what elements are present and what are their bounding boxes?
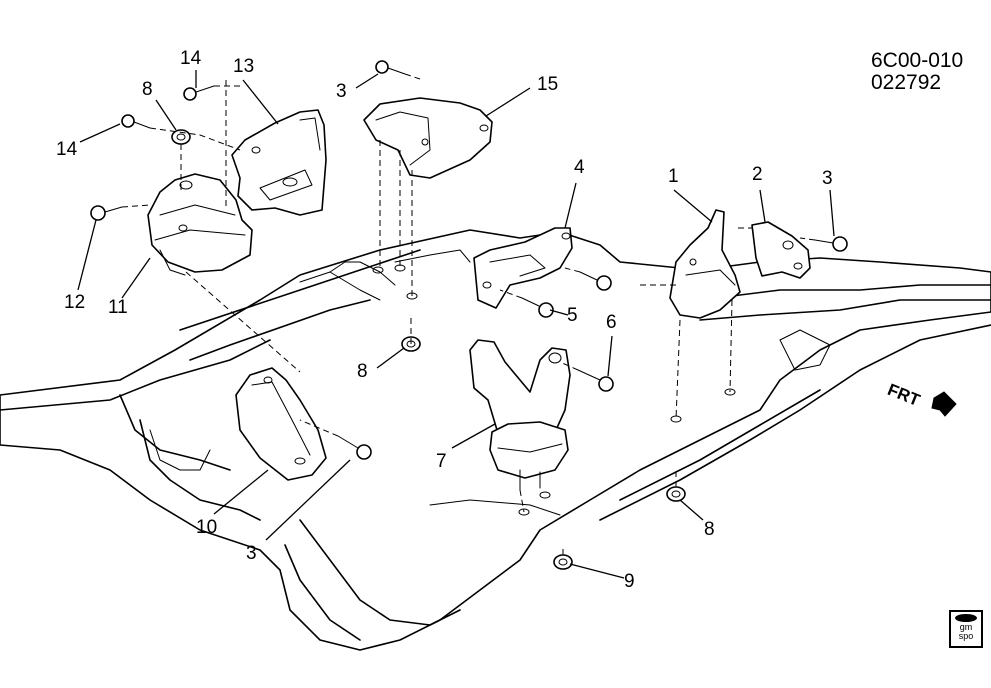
engine-mount-11 — [147, 173, 253, 276]
callout-15: 15 — [537, 74, 559, 95]
bolt-3-top — [375, 60, 421, 80]
bolt-14-top — [183, 85, 215, 101]
callout-3-top: 3 — [336, 81, 347, 102]
callout-12: 12 — [64, 292, 86, 313]
callout-7: 7 — [436, 451, 447, 472]
logo-line-2: spo — [958, 631, 974, 641]
callout-10: 10 — [196, 517, 218, 538]
engine-mount-7 — [469, 339, 571, 491]
callout-14-left: 14 — [56, 139, 78, 160]
nut-9 — [553, 554, 573, 570]
engine-mount-10 — [235, 367, 327, 481]
engine-bracket-15 — [363, 97, 493, 179]
callout-8-mid: 8 — [357, 361, 368, 382]
callout-14-top: 14 — [180, 48, 202, 69]
callout-3-right: 3 — [822, 168, 833, 189]
fasteners — [90, 60, 848, 570]
bolt-6 — [577, 369, 614, 392]
callout-8-top: 8 — [142, 79, 153, 100]
bolt-3-right — [814, 236, 848, 252]
logo-oval — [955, 614, 977, 622]
bolt-12 — [90, 205, 123, 221]
engine-bracket-13 — [231, 109, 327, 216]
callout-5: 5 — [567, 305, 578, 326]
diagram-code: 6C00-010 — [871, 49, 964, 72]
alignment-lines — [121, 80, 816, 555]
bolt-3-bottom — [337, 435, 372, 460]
callout-4: 4 — [574, 157, 585, 178]
callout-2: 2 — [752, 164, 763, 185]
callout-11: 11 — [108, 297, 128, 318]
bolt-5a — [579, 271, 612, 291]
bracket-4 — [473, 227, 573, 309]
leader-lines — [77, 70, 835, 579]
callout-9: 9 — [624, 571, 635, 592]
bolt-14-left — [121, 114, 151, 129]
mount-1 — [669, 209, 741, 319]
callout-8-right: 8 — [704, 519, 715, 540]
logo-line-1: gm — [959, 622, 973, 632]
nut-8-right — [666, 486, 686, 502]
callout-1: 1 — [668, 166, 679, 187]
callout-6: 6 — [606, 312, 617, 333]
front-direction-arrow — [931, 391, 957, 417]
callout-3-bottom: 3 — [246, 543, 257, 564]
bolt-5b — [521, 297, 554, 318]
diagram-date: 022792 — [871, 71, 942, 94]
gm-spo-logo: gm spo — [949, 610, 983, 648]
bracket-2 — [751, 221, 811, 279]
callout-13: 13 — [233, 56, 255, 77]
